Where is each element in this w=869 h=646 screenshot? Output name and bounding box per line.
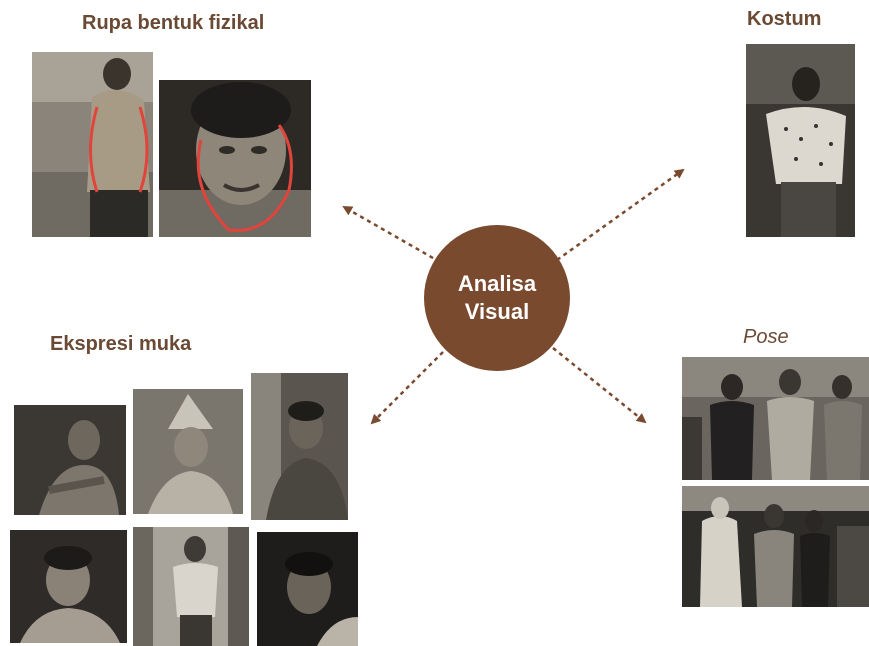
arrow-to-ekspresi: [370, 351, 444, 425]
center-label-line1: Analisa: [457, 271, 537, 296]
label-kostum: Kostum: [747, 8, 822, 30]
photo-kostum: [746, 44, 855, 237]
photo-pose-1: [682, 357, 869, 480]
arrow-to-pose: [552, 347, 647, 424]
photo-ekspresi-4: [10, 530, 127, 643]
arrow-to-rupa: [342, 205, 441, 264]
photo-ekspresi-3: [251, 373, 348, 520]
label-ekspresi-muka: Ekspresi muka: [50, 333, 192, 355]
label-pose: Pose: [743, 326, 789, 348]
center-circle: Analisa Visual: [424, 225, 570, 371]
center-label-line2: Visual: [464, 299, 530, 324]
photo-ekspresi-6: [257, 532, 358, 646]
label-rupa-bentuk-fizikal: Rupa bentuk fizikal: [82, 12, 265, 34]
photo-ekspresi-5: [133, 527, 249, 646]
arrow-to-kostum: [556, 168, 685, 262]
photo-rupa-face: [159, 80, 311, 237]
photo-ekspresi-1: [14, 405, 126, 515]
photo-pose-2: [682, 486, 869, 607]
photo-ekspresi-2: [133, 389, 243, 514]
photo-rupa-full-body: [32, 52, 153, 237]
